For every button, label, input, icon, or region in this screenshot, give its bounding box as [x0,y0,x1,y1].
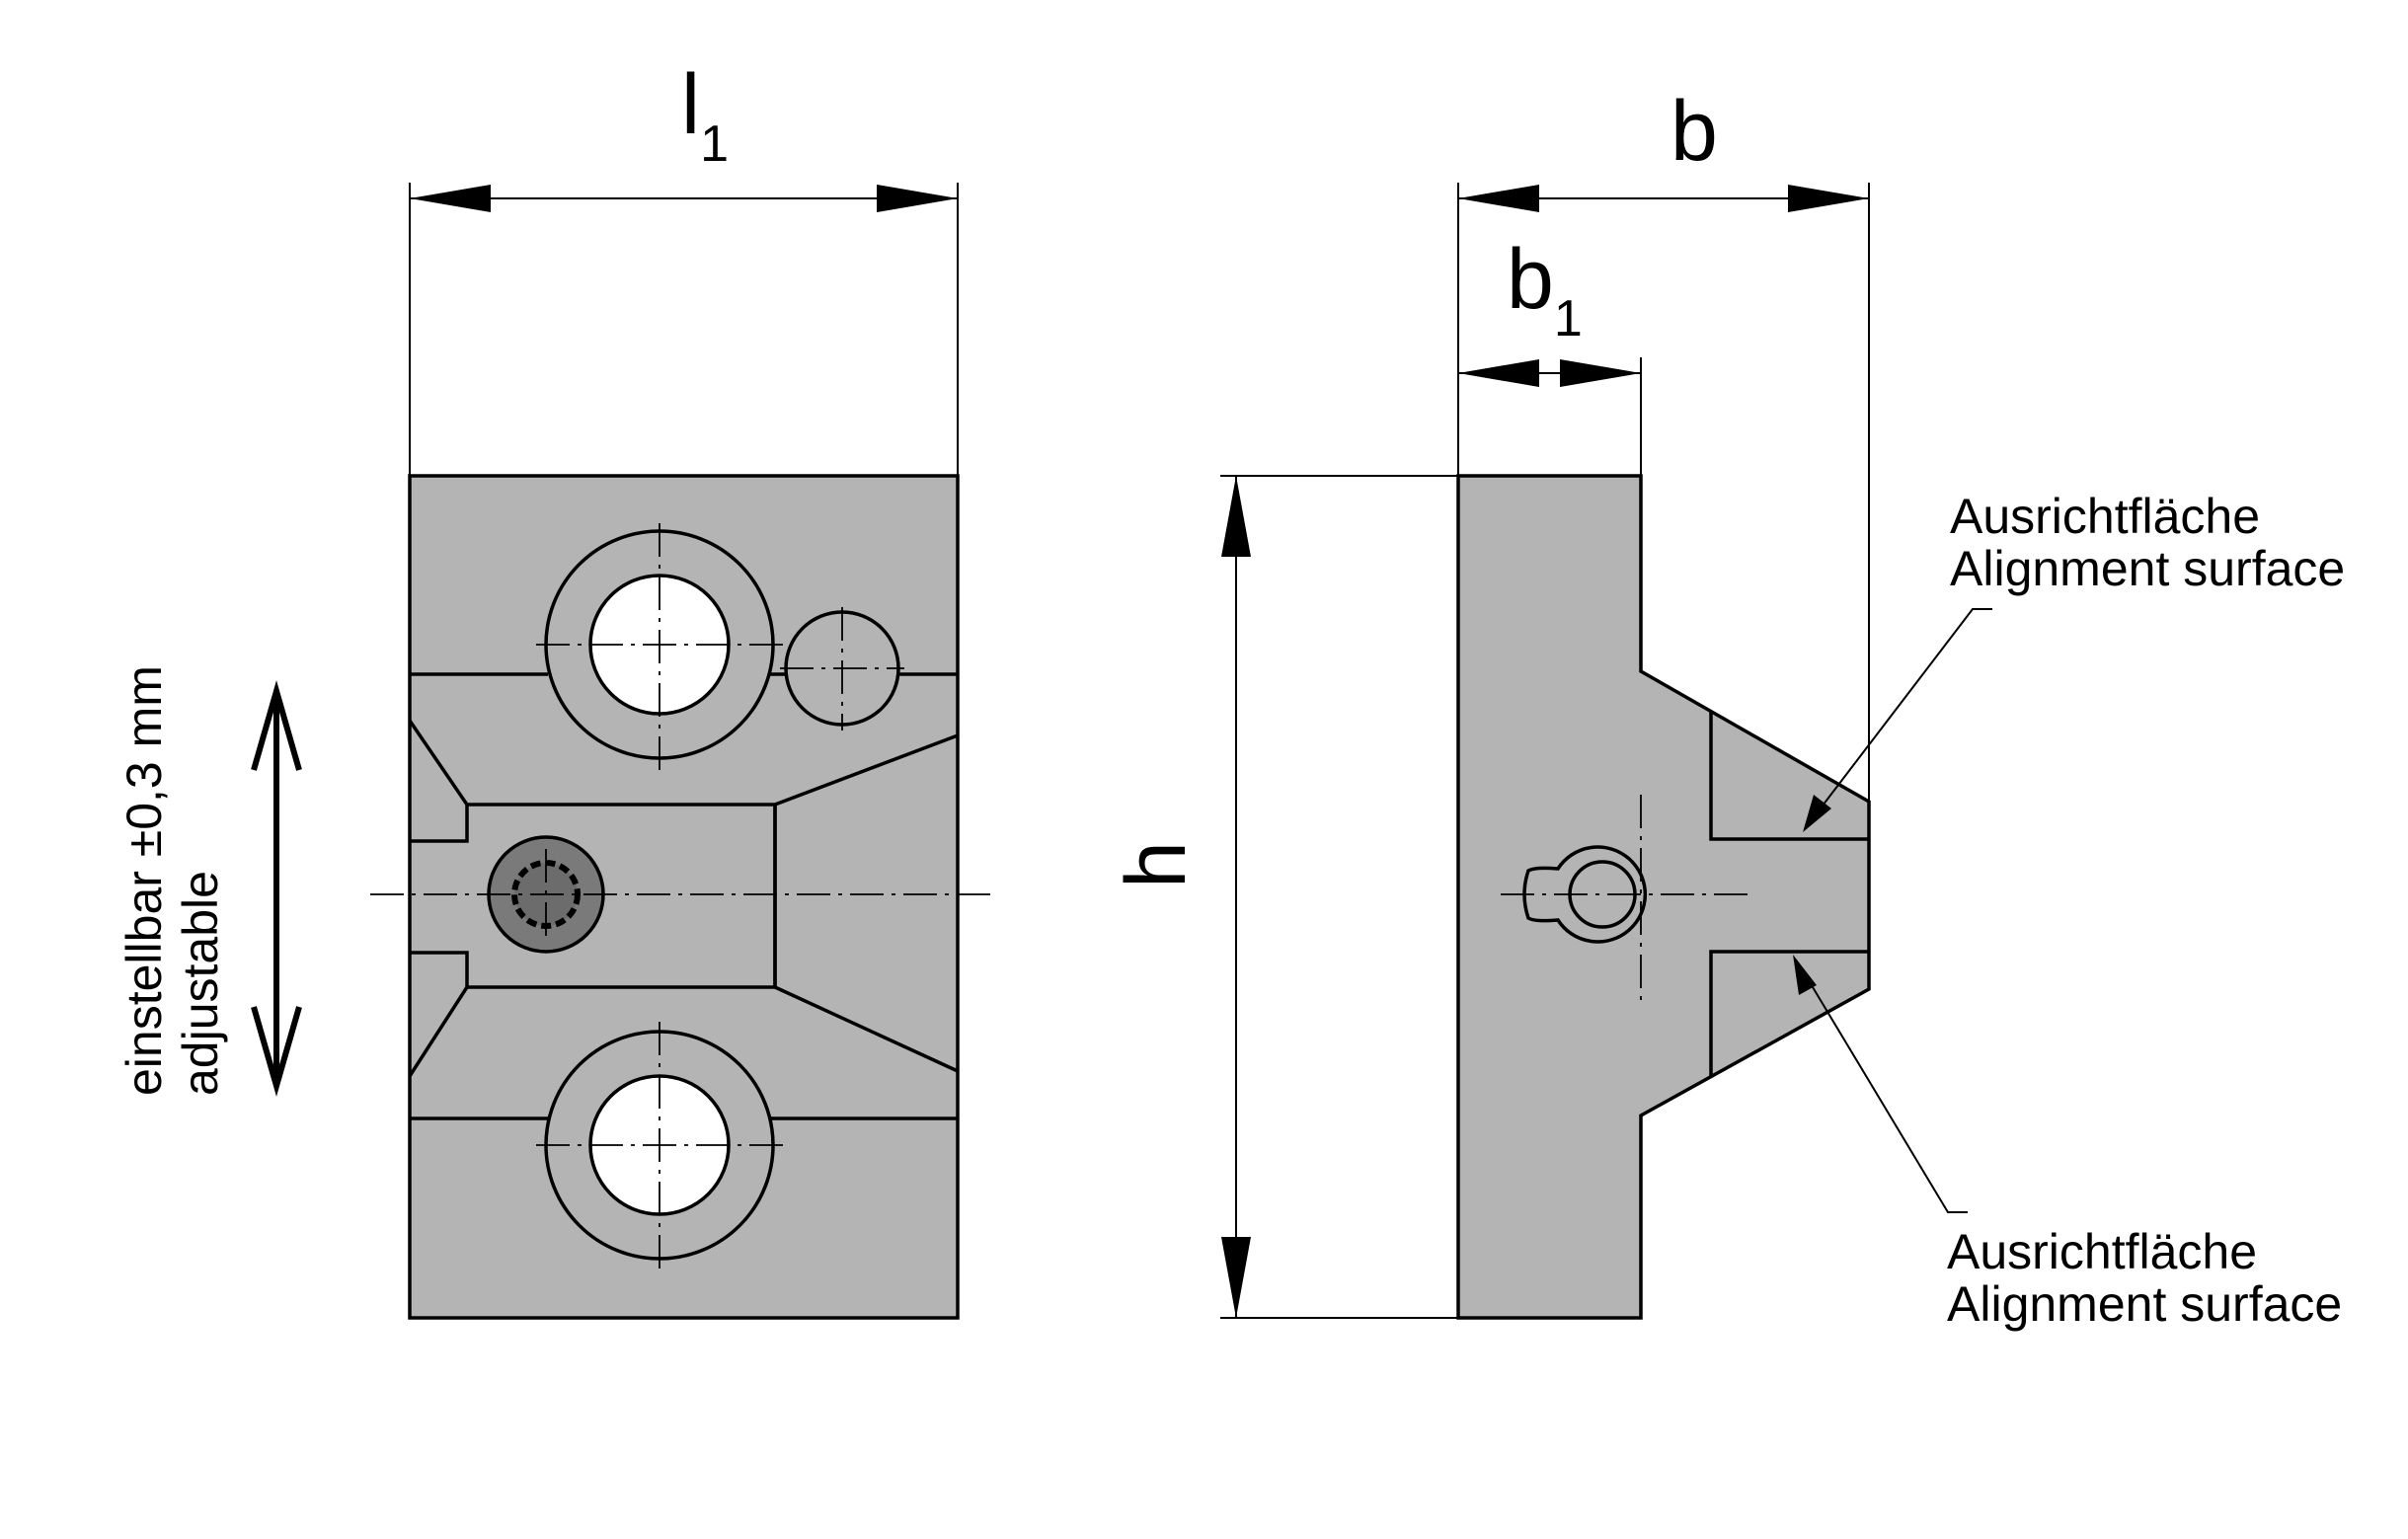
side-view [1456,474,1871,1320]
dimension-l1: l1 [409,57,959,476]
callout-lower: Ausrichtfläche Alignment surface [1793,955,2342,1332]
l1-label: l1 [681,57,729,173]
b-label: b [1670,84,1718,179]
callout-lower-de: Ausrichtfläche [1947,1224,2257,1279]
b1-arrowhead-right [1560,359,1641,387]
dimension-b: b [1457,84,1870,802]
callout-upper-en: Alignment surface [1950,541,2345,596]
dimension-b1: b1 [1458,232,1642,476]
b-arrowhead-left [1458,185,1539,212]
callout-lower-leader [1806,976,1968,1213]
h-arrowhead-top [1221,476,1251,557]
front-left-bevel-upper [408,720,469,843]
l1-subscript: 1 [700,115,729,173]
b1-symbol: b [1507,232,1554,327]
front-right-bevel-lower [774,985,959,1073]
callout-upper-arrowhead [1803,795,1831,832]
front-right-bevel-upper [774,733,959,807]
side-upper-flank-edge [1709,711,1869,841]
h-symbol: h [1109,841,1204,888]
side-lower-flank-edge [1709,950,1869,1076]
l1-arrowhead-left [410,185,491,212]
b1-label: b1 [1507,232,1583,347]
callout-upper: Ausrichtfläche Alignment surface [1803,489,2345,832]
h-arrowhead-bottom [1221,1237,1251,1318]
dimension-h: h [1109,475,1458,1319]
b-symbol: b [1670,84,1718,179]
adjustment-arrowhead-down [251,1006,302,1097]
callout-lower-arrowhead [1793,955,1817,995]
adjustment-arrowhead-up [251,680,302,771]
front-left-bevel-lower [408,951,469,1077]
side-view-body [1456,474,1871,1320]
adjustment-indicator: einstellbar ±0,3 mm adjustable [117,665,302,1097]
b1-subscript: 1 [1554,290,1583,347]
adjustment-text-line1: einstellbar ±0,3 mm [117,665,172,1096]
front-view [370,474,997,1320]
l1-arrowhead-right [877,185,958,212]
callout-upper-leader [1819,608,1992,810]
callout-lower-en: Alignment surface [1947,1276,2342,1332]
callout-upper-de: Ausrichtfläche [1950,489,2260,544]
b1-arrowhead-left [1458,359,1539,387]
adjustment-text-line2: adjustable [173,871,228,1096]
h-label: h [1109,841,1204,888]
b-arrowhead-right [1788,185,1869,212]
l1-symbol: l [681,57,700,152]
